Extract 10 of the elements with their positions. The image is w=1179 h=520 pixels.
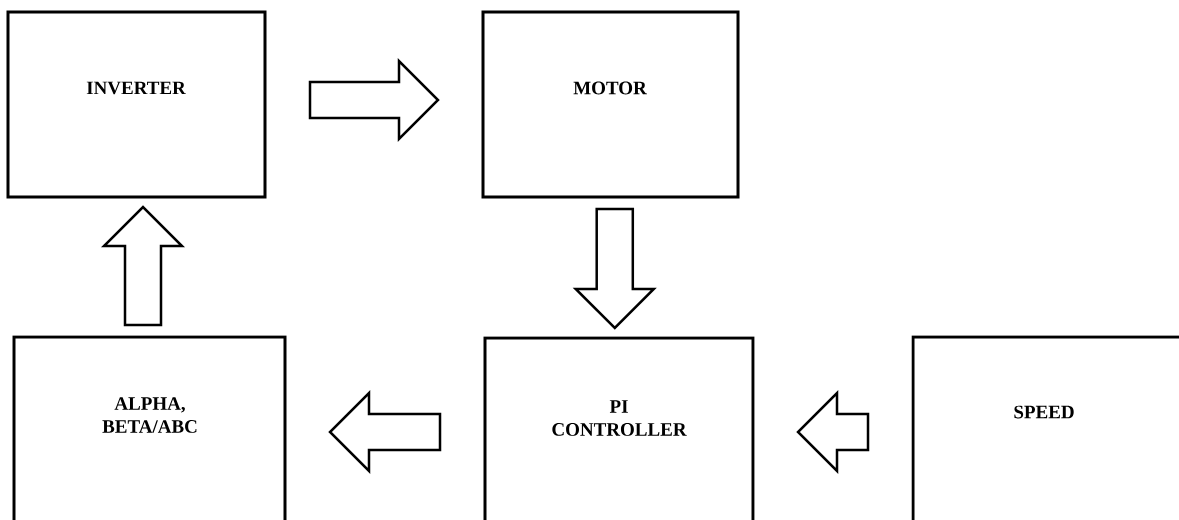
block-arrow xyxy=(572,207,657,330)
block-arrow xyxy=(101,205,185,327)
process-box: PI CONTROLLER xyxy=(483,336,755,520)
process-box: SPEED xyxy=(911,335,1179,520)
process-box: INVERTER xyxy=(6,10,267,199)
block-arrow xyxy=(308,58,440,142)
block-arrow xyxy=(796,390,870,475)
process-box: ALPHA, BETA/ABC xyxy=(12,335,287,520)
block-arrow xyxy=(328,390,442,475)
process-box: MOTOR xyxy=(481,10,740,199)
